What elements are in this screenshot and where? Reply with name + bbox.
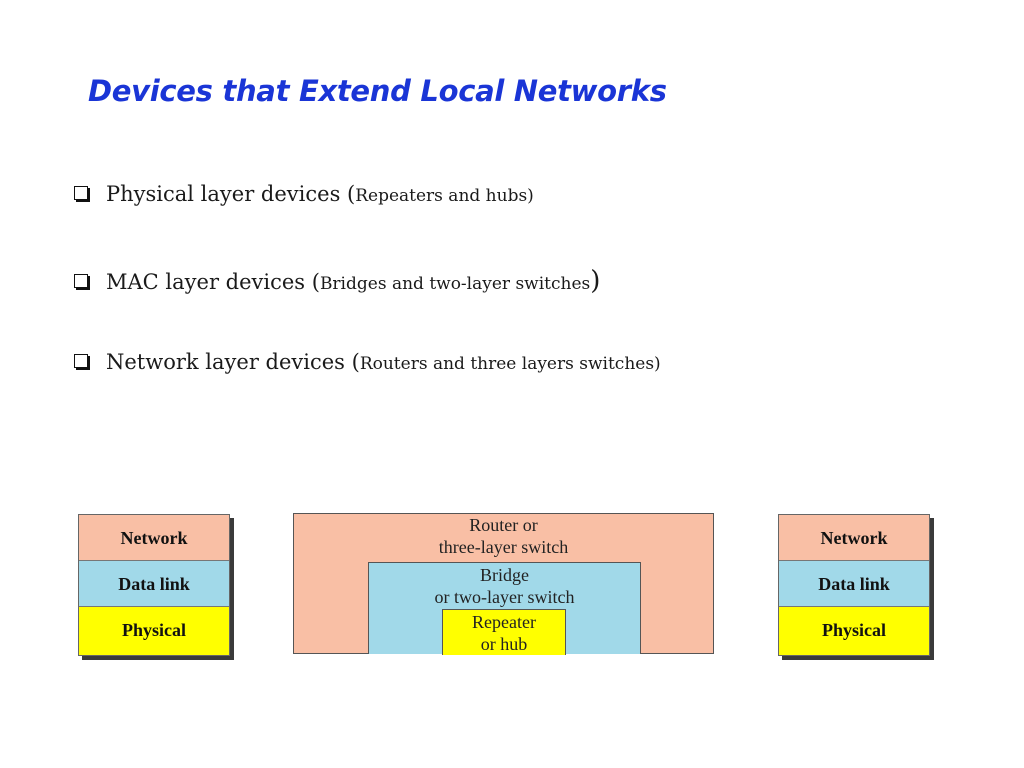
bullet-main-text: Physical layer devices ( [106,182,356,206]
bullet-main-text: Network layer devices ( [106,350,360,374]
bullet-detail-text: Repeaters and hubs) [355,186,534,206]
left-stack-datalink-layer: Data link [79,561,229,607]
repeater-label: Repeater or hub [443,611,565,655]
bullet-close-paren: ) [590,266,601,296]
bridge-label: Bridge or two-layer switch [369,564,640,608]
checkbox-bullet-icon [74,274,88,288]
bridge-label-line1: Bridge [480,565,529,585]
left-protocol-stack: Network Data link Physical [78,514,230,656]
right-stack-network-layer: Network [779,515,929,561]
repeater-label-line2: or hub [480,634,528,654]
bullet-physical-layer: Physical layer devices (Repeaters and hu… [74,182,534,206]
bullet-detail-text: Bridges and two-layer switches [319,274,591,294]
router-label-line1: Router or [469,515,538,535]
bridge-label-line2: or two-layer switch [434,587,575,607]
left-stack-physical-layer: Physical [79,607,229,655]
router-box: Router or three-layer switch Bridge or t… [293,513,714,655]
router-label-line2: three-layer switch [438,537,569,557]
checkbox-bullet-icon [74,186,88,200]
right-protocol-stack: Network Data link Physical [778,514,930,656]
right-stack-physical-layer: Physical [779,607,929,655]
bullet-detail-text: Routers and three layers switches) [359,354,661,374]
left-stack-network-layer: Network [79,515,229,561]
repeater-label-line1: Repeater [472,612,536,632]
router-label: Router or three-layer switch [294,514,713,558]
bullet-main-text: MAC layer devices ( [106,270,320,294]
bullet-mac-layer: MAC layer devices (Bridges and two-layer… [74,266,600,296]
checkbox-bullet-icon [74,354,88,368]
right-stack-datalink-layer: Data link [779,561,929,607]
slide-title: Devices that Extend Local Networks [88,74,667,108]
bullet-network-layer: Network layer devices (Routers and three… [74,350,661,374]
bridge-box: Bridge or two-layer switch Repeater or h… [368,562,641,655]
repeater-box: Repeater or hub [442,609,566,655]
